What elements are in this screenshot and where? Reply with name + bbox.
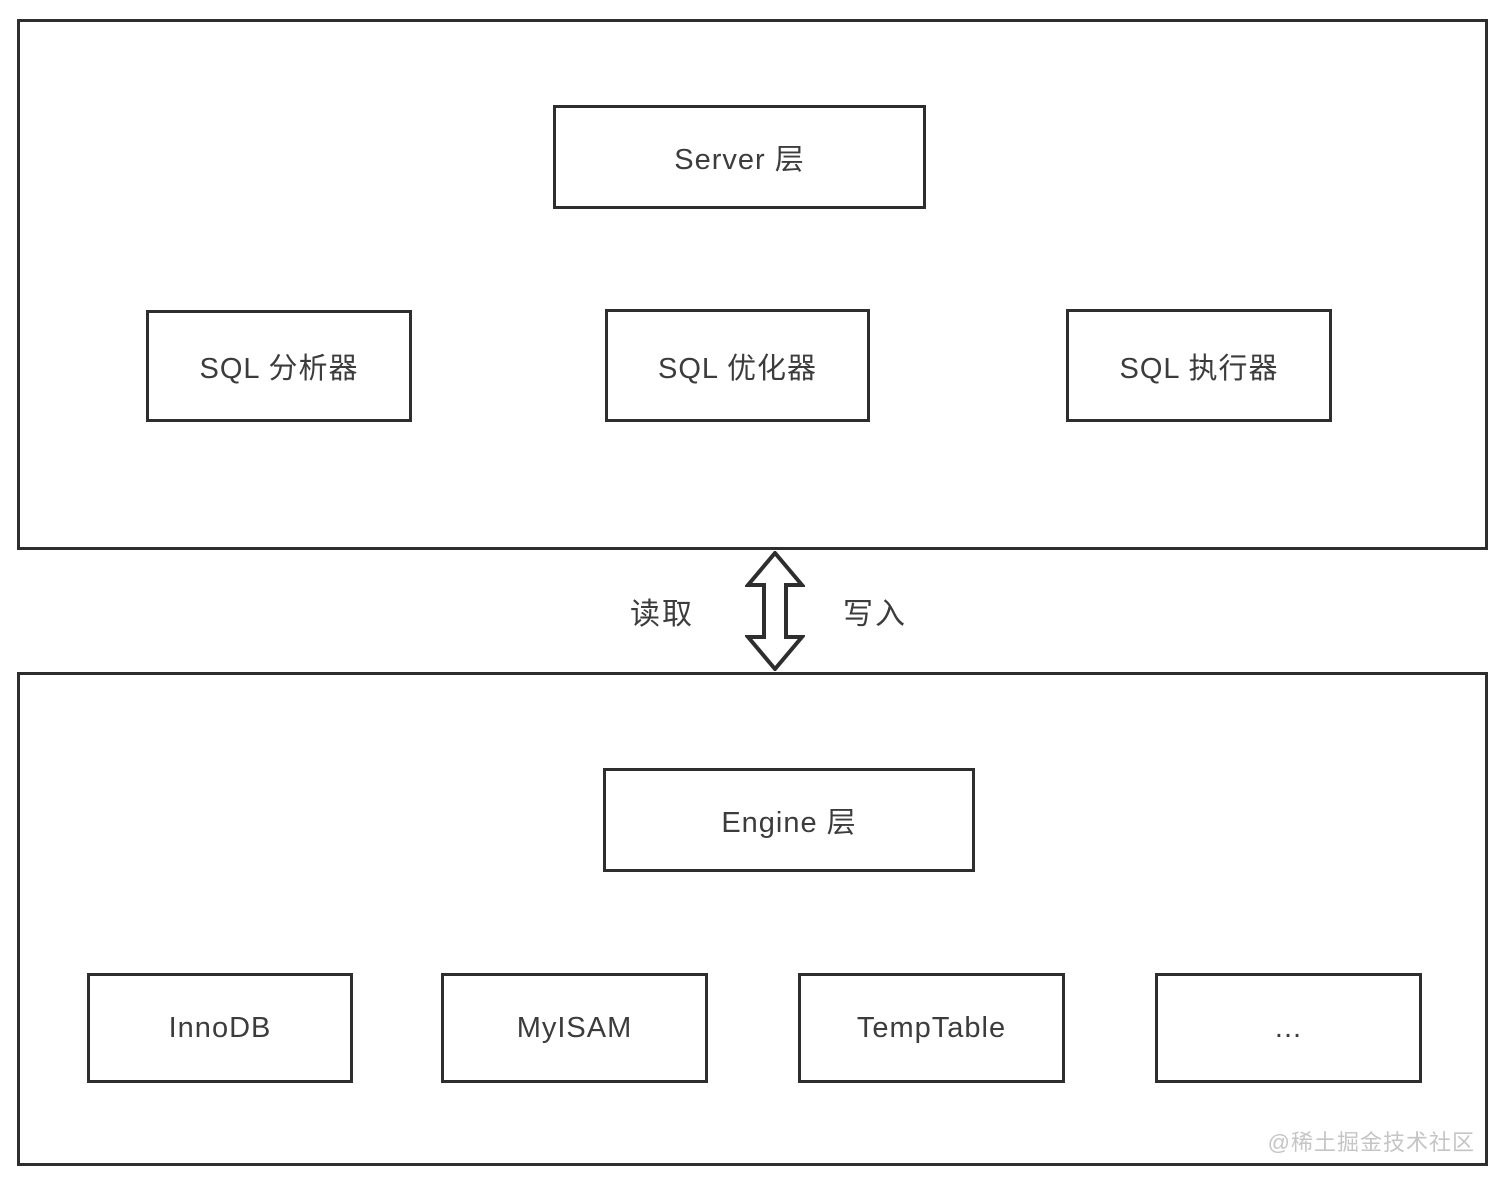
layer-connector: 读取 写入 <box>17 550 1488 672</box>
server-layer-container: Server 层 SQL 分析器 SQL 优化器 SQL 执行器 <box>17 19 1488 550</box>
sql-parser-label: SQL 分析器 <box>199 353 359 385</box>
sql-optimizer-box: SQL 优化器 <box>605 309 870 422</box>
engine-layer-title: Engine 层 <box>721 807 857 839</box>
engine-layer-title-box: Engine 层 <box>603 768 975 872</box>
other-engines-box: ... <box>1155 973 1422 1083</box>
sql-parser-box: SQL 分析器 <box>146 310 412 422</box>
sql-executor-box: SQL 执行器 <box>1066 309 1332 422</box>
myisam-label: MyISAM <box>516 1011 633 1044</box>
server-layer-title: Server 层 <box>674 144 805 176</box>
myisam-engine-box: MyISAM <box>441 973 708 1083</box>
sql-executor-label: SQL 执行器 <box>1119 352 1279 385</box>
double-arrow-icon <box>745 551 805 671</box>
engine-layer-container: Engine 层 InnoDB MyISAM TempTable ... @稀土… <box>17 672 1488 1166</box>
temptable-label: TempTable <box>856 1011 1007 1044</box>
innodb-engine-box: InnoDB <box>87 973 353 1083</box>
other-engines-label: ... <box>1274 1011 1303 1044</box>
innodb-label: InnoDB <box>168 1011 272 1044</box>
read-label: 读取 <box>630 598 694 631</box>
server-layer-title-box: Server 层 <box>553 105 926 209</box>
write-label: 写入 <box>843 598 907 631</box>
watermark: @稀土掘金技术社区 <box>1267 1130 1475 1155</box>
sql-optimizer-label: SQL 优化器 <box>657 352 817 385</box>
temptable-engine-box: TempTable <box>798 973 1065 1083</box>
